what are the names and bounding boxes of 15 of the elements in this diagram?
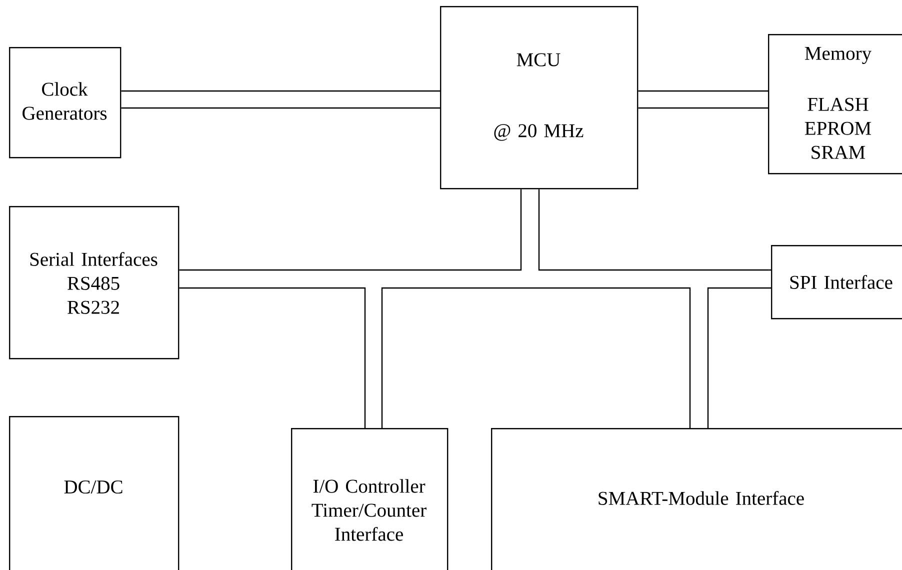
block-box: DC/DC: [9, 416, 180, 570]
block-box: SMART-Module Interface: [491, 428, 902, 570]
bus-line: [638, 90, 769, 109]
bus-line: [120, 90, 441, 109]
bus-line: [179, 189, 522, 271]
block-box: Memory FLASH EPROM SRAM: [768, 34, 902, 174]
bus-line: [538, 189, 771, 271]
block-box: Clock Generators: [9, 47, 122, 158]
bus-line: [179, 287, 366, 428]
block-box: MCU @ 20 MHz: [440, 6, 638, 190]
block-box: Serial Interfaces RS485 RS232: [9, 206, 180, 360]
bus-line: [707, 287, 771, 428]
bus-line: [381, 287, 691, 428]
block-box: SPI Interface: [771, 245, 902, 320]
block-box: I/O Controller Timer/Counter Interface: [291, 428, 448, 570]
